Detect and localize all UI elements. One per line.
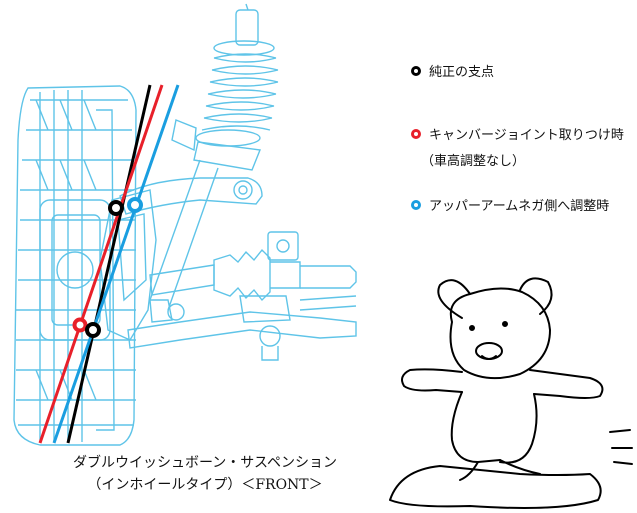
tire-drawing <box>13 85 137 446</box>
negative-upper-pivot-marker <box>127 197 143 213</box>
lower-arm-drawing <box>127 295 357 361</box>
blue-dot-icon <box>411 199 421 210</box>
legend-stock-pivot: 純正の支点 <box>411 61 494 80</box>
legend-stock-pivot-label: 純正の支点 <box>429 65 495 80</box>
diagram-caption-line2: （インホイールタイプ）＜FRONT＞ <box>87 477 323 493</box>
coilover-drawing <box>149 3 279 311</box>
legend-camber-joint-sublabel: （車高調整なし） <box>421 154 526 169</box>
bear-doodle <box>389 277 633 509</box>
black-dot-icon <box>411 65 421 76</box>
negative-adjust-line <box>52 84 180 444</box>
legend-upper-arm-negative-label: アッパーアームネガ側へ調整時 <box>429 199 610 214</box>
stock-camber-line <box>66 84 152 444</box>
legend-camber-joint-label: キャンバージョイント取りつけ時 <box>429 128 624 143</box>
camber-joint-lower-pivot-marker <box>72 317 88 333</box>
legend-camber-joint: キャンバージョイント取りつけ時 <box>411 124 624 143</box>
driveshaft-drawing <box>149 231 357 302</box>
stock-lower-pivot-marker <box>85 322 101 338</box>
knuckle-drawing <box>99 189 157 341</box>
upper-arm-drawing <box>119 177 263 215</box>
camber-joint-line <box>38 84 164 444</box>
legend-upper-arm-negative: アッパーアームネガ側へ調整時 <box>411 195 609 214</box>
diagram-caption-line1: ダブルウイッシュボーン・サスペンション <box>72 455 338 471</box>
stock-upper-pivot-marker <box>108 200 124 216</box>
red-dot-icon <box>411 128 421 139</box>
